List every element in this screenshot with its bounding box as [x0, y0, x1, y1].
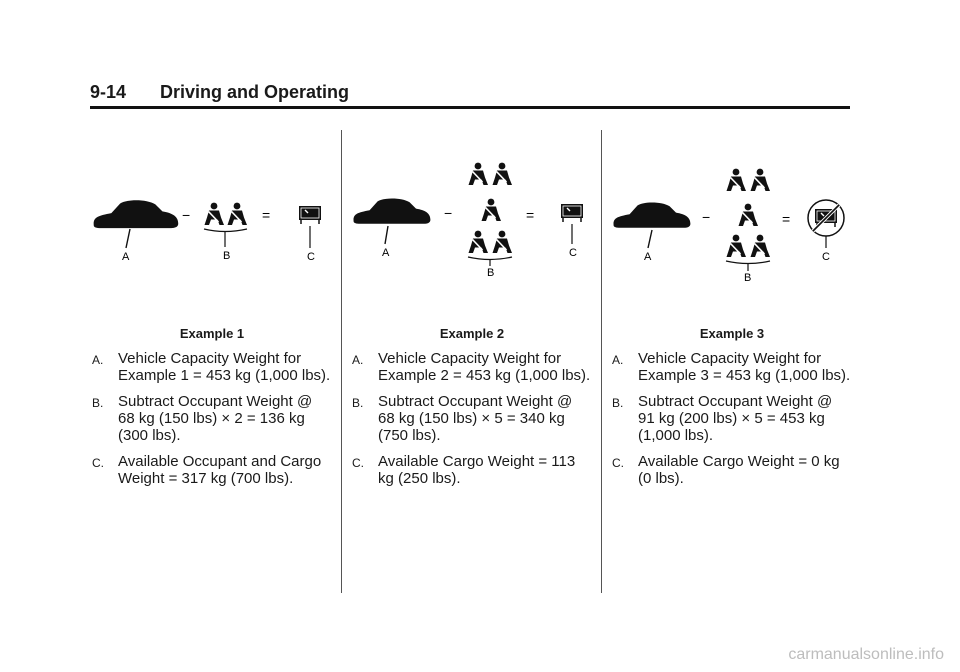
example-3-figure: A − B = C: [613, 168, 845, 284]
occupant-icon: [227, 202, 247, 226]
list-item: C. Available Cargo Weight = 113 kg (250 l…: [352, 453, 592, 487]
list-marker: A.: [92, 353, 104, 367]
example-3-list: A. Vehicle Capacity Weight for Example 3 …: [612, 350, 852, 496]
minus-sign: −: [182, 207, 190, 223]
example-1-list: A. Vehicle Capacity Weight for Example 1 …: [92, 350, 332, 496]
equals-sign: =: [526, 207, 534, 223]
list-text: Subtract Occupant Weight @ 91 kg (200 lb…: [638, 393, 833, 444]
list-text: Subtract Occupant Weight @ 68 kg (150 lb…: [378, 393, 573, 444]
label-b: B: [744, 272, 751, 284]
label-c: C: [307, 251, 315, 263]
column-divider: [601, 130, 602, 593]
vehicle-icon: [353, 198, 431, 224]
list-marker: A.: [352, 353, 364, 367]
list-text: Vehicle Capacity Weight for Example 2 = …: [378, 350, 591, 384]
example-1-figure: A − B = C: [93, 200, 322, 263]
list-marker: B.: [612, 396, 624, 410]
occupant-icon: [468, 162, 488, 186]
no-cargo-icon: [807, 199, 845, 237]
list-item: A. Vehicle Capacity Weight for Example 1 …: [92, 350, 332, 384]
list-text: Available Cargo Weight = 113 kg (250 lbs…: [378, 453, 576, 487]
equals-sign: =: [782, 211, 790, 227]
list-item: B. Subtract Occupant Weight @ 68 kg (150 …: [352, 393, 592, 444]
label-a: A: [122, 251, 130, 263]
page-number: 9-14: [90, 82, 127, 102]
list-marker: C.: [352, 456, 364, 470]
occupant-icon: [750, 234, 770, 258]
occupant-icon: [481, 198, 501, 222]
list-text: Available Cargo Weight = 0 kg (0 lbs).: [638, 453, 840, 487]
occupant-icon: [726, 234, 746, 258]
example-caption: Example 2: [439, 326, 505, 341]
occupant-icon: [492, 162, 512, 186]
label-b: B: [487, 267, 494, 279]
minus-sign: −: [444, 205, 452, 221]
list-text: Subtract Occupant Weight @ 68 kg (150 lb…: [118, 393, 313, 444]
page-header: 9-14 Driving and Operating: [90, 80, 850, 109]
list-text: Vehicle Capacity Weight for Example 3 = …: [638, 350, 851, 384]
occupant-icon: [726, 168, 746, 192]
label-a: A: [382, 247, 390, 259]
equals-sign: =: [262, 207, 270, 223]
occupant-icon: [738, 203, 758, 227]
occupant-icon: [204, 202, 224, 226]
label-c: C: [569, 247, 577, 259]
list-item: C. Available Cargo Weight = 0 kg (0 lbs).: [612, 453, 852, 487]
occupant-icon: [750, 168, 770, 192]
list-item: B. Subtract Occupant Weight @ 68 kg (150 …: [92, 393, 332, 444]
list-marker: B.: [352, 396, 364, 410]
occupant-icon: [492, 230, 512, 254]
vehicle-icon: [613, 202, 691, 228]
minus-sign: −: [702, 209, 710, 225]
list-marker: B.: [92, 396, 104, 410]
vehicle-icon: [93, 200, 179, 229]
list-text: Vehicle Capacity Weight for Example 1 = …: [118, 350, 331, 384]
list-item: A. Vehicle Capacity Weight for Example 2 …: [352, 350, 592, 384]
example-2-list: A. Vehicle Capacity Weight for Example 2 …: [352, 350, 592, 496]
list-marker: C.: [92, 456, 104, 470]
list-marker: A.: [612, 353, 624, 367]
example-2-figure: A − B = C: [353, 162, 584, 279]
example-caption: Example 3: [699, 326, 765, 341]
section-title: Driving and Operating: [160, 82, 350, 102]
label-b: B: [223, 250, 230, 262]
list-text: Available Occupant and Cargo Weight = 31…: [118, 453, 322, 487]
label-c: C: [822, 251, 830, 263]
example-caption: Example 1: [179, 326, 245, 341]
list-item: A. Vehicle Capacity Weight for Example 3 …: [612, 350, 852, 384]
column-divider: [341, 130, 342, 593]
list-item: B. Subtract Occupant Weight @ 91 kg (200 …: [612, 393, 852, 444]
label-a: A: [644, 251, 652, 263]
watermark: carmanualsonline.info: [788, 646, 944, 663]
cargo-icon: [298, 205, 322, 225]
occupant-icon: [468, 230, 488, 254]
list-item: C. Available Occupant and Cargo Weight = …: [92, 453, 332, 487]
cargo-icon: [560, 203, 584, 223]
list-marker: C.: [612, 456, 624, 470]
